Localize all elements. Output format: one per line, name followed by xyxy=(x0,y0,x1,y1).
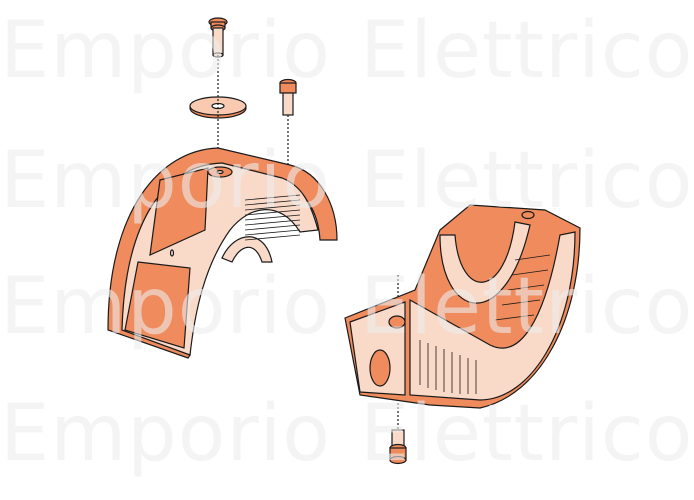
housing-left-half xyxy=(107,147,338,359)
housing-right-half xyxy=(344,204,581,409)
screw-small xyxy=(279,78,297,116)
screw-top xyxy=(208,17,228,58)
screw-bottom xyxy=(389,429,407,465)
washer xyxy=(189,96,247,119)
